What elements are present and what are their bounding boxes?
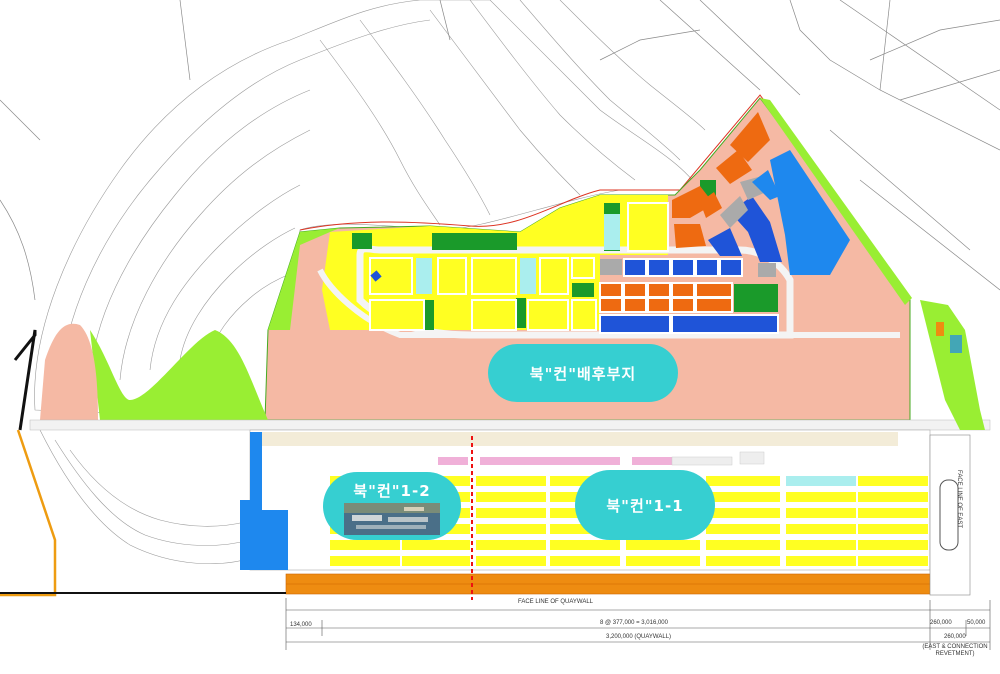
lightcyan-block xyxy=(520,258,536,294)
yard-block xyxy=(786,492,856,502)
east-track xyxy=(939,479,959,551)
face-line-label: FACE LINE OF QUAYWALL xyxy=(518,599,594,605)
west-black-edge xyxy=(13,329,37,431)
lime-edge-north xyxy=(760,98,912,305)
west-orange-edge xyxy=(0,429,57,597)
yard-block xyxy=(786,508,856,518)
shoreline xyxy=(299,94,911,301)
yard-block xyxy=(476,508,546,518)
dimension-lines xyxy=(285,598,991,650)
pink-strip xyxy=(632,457,672,465)
white-strip xyxy=(739,451,765,465)
dim-east-note: (EAST & CONNECTION REVETMENT) xyxy=(922,644,988,657)
yard-block xyxy=(706,556,780,566)
main-road xyxy=(29,419,991,431)
dim-left-offset: 134,000 xyxy=(290,622,312,628)
yard-block xyxy=(706,476,780,486)
navy-small-block xyxy=(370,270,382,282)
yard-block xyxy=(550,556,620,566)
terminal-1-2-label: 북"컨"1-2 xyxy=(323,472,461,540)
lightcyan-block xyxy=(416,258,432,294)
navy-parcels xyxy=(599,258,779,334)
yard-block xyxy=(858,476,928,486)
green-block xyxy=(424,300,434,330)
pink-strip xyxy=(480,457,620,465)
yard-block xyxy=(706,524,780,534)
white-strip xyxy=(671,456,733,466)
aerial-photo-thumbnail xyxy=(344,503,440,535)
green-block xyxy=(572,283,594,297)
dim-berth-spacing: 8 @ 377,000 = 3,016,000 xyxy=(600,620,668,626)
dim-east-50: 50,000 xyxy=(967,620,986,626)
blue-terminal-area xyxy=(240,432,288,570)
orange-parcels xyxy=(599,282,733,313)
yard-block xyxy=(402,556,470,566)
yard-block xyxy=(858,524,928,534)
road-ring-outer xyxy=(317,268,900,338)
terminal-1-1-label: 북"컨"1-1 xyxy=(575,470,715,540)
lime-edge-west xyxy=(268,228,340,330)
yard-block xyxy=(402,540,470,550)
dim-east-260-b: 260,000 xyxy=(944,634,966,640)
yard-block xyxy=(706,540,780,550)
yard-block xyxy=(476,524,546,534)
lightcyan-block xyxy=(604,214,620,250)
gray-curved-block xyxy=(720,196,748,228)
yard-block xyxy=(858,540,928,550)
yard-block xyxy=(330,556,400,566)
east-marker xyxy=(950,335,962,353)
east-revetment xyxy=(929,434,971,596)
hill-contours xyxy=(34,0,706,564)
dim-quaywall-total: 3,200,000 (QUAYWALL) xyxy=(606,634,672,640)
yard-block xyxy=(476,476,546,486)
yard-block xyxy=(786,556,856,566)
green-block xyxy=(352,233,372,249)
hinterland-label: 북"컨"배후부지 xyxy=(488,344,678,402)
east-vertical-label: FACE LINE OF EAST xyxy=(956,470,962,529)
yard-block xyxy=(858,556,928,566)
yard-block xyxy=(706,492,780,502)
yard-block xyxy=(858,508,928,518)
yard-block xyxy=(476,540,546,550)
east-green-strip xyxy=(920,300,985,430)
yard-block xyxy=(476,492,546,502)
yard-block xyxy=(786,476,856,486)
orange-curved-block-2 xyxy=(674,224,706,248)
lime-zone-left xyxy=(90,330,268,420)
orange-curved-block-4 xyxy=(730,112,770,162)
yard-block xyxy=(786,540,856,550)
gate-strip xyxy=(258,432,898,446)
pink-strip xyxy=(438,457,468,465)
green-block xyxy=(734,284,778,312)
green-block xyxy=(516,298,526,328)
pink-zone-left xyxy=(40,323,98,420)
yard-block xyxy=(550,540,620,550)
yard-block xyxy=(330,540,400,550)
road-linework xyxy=(0,0,1000,301)
yard-block xyxy=(626,556,700,566)
gray-block xyxy=(600,259,622,275)
yellow-parcels xyxy=(369,202,669,331)
blue-block-2 xyxy=(752,170,780,200)
navy-curved-block-2 xyxy=(708,228,742,256)
yard-block xyxy=(476,556,546,566)
yard-block xyxy=(626,540,700,550)
orange-curved-block-5 xyxy=(700,192,722,218)
dim-east-260: 260,000 xyxy=(930,620,952,626)
yard-block xyxy=(706,508,780,518)
yard-block xyxy=(786,524,856,534)
gray-block xyxy=(758,263,776,277)
terminal-1-2-text: 북"컨"1-2 xyxy=(353,482,431,500)
east-orange xyxy=(936,322,944,336)
green-block xyxy=(432,233,517,250)
blue-block xyxy=(770,150,850,275)
orange-curved-block-3 xyxy=(716,150,752,184)
yard-block xyxy=(858,492,928,502)
